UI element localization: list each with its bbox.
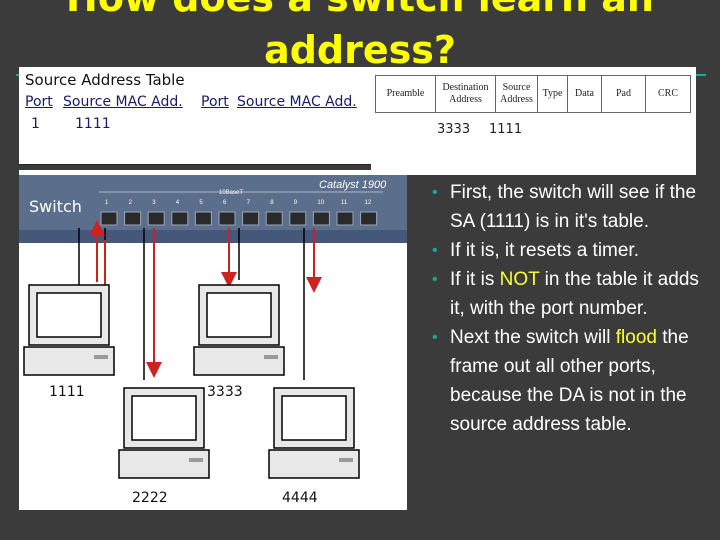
slide-title-line1: How does a switch learn an: [0, 0, 720, 18]
bullet-dot-icon: •: [432, 242, 438, 259]
frame-destination-value: 3333: [437, 122, 471, 137]
port-number-label: 12: [365, 200, 372, 206]
computer-icon: [268, 387, 360, 479]
port-group-label: 10BaseT: [219, 190, 243, 196]
frame-field-type: Type: [538, 76, 568, 112]
switch-port: [242, 211, 260, 226]
sat-row-port: 1: [31, 116, 40, 132]
frame-field-data: Data: [568, 76, 602, 112]
frame-field-source: Source Address: [496, 76, 538, 112]
explanation-bullets: •First, the switch will see if the SA (1…: [432, 178, 716, 439]
frame-field-preamble: Preamble: [376, 76, 436, 112]
host-label-4444: 4444: [282, 490, 318, 506]
sat-header-port-2: Port: [201, 94, 229, 110]
frame-source-value: 1111: [489, 122, 523, 137]
highlight-flood: flood: [615, 327, 657, 348]
switch-port: [100, 211, 118, 226]
bullet-3: •If it is NOT in the table it adds it, w…: [432, 265, 716, 323]
brand-label: Catalyst 1900: [319, 179, 387, 191]
sat-divider: [19, 164, 393, 165]
switch-port: [171, 211, 189, 226]
slide-title-line2: address?: [264, 28, 456, 72]
bullet-dot-icon: •: [432, 184, 438, 201]
port-number-label: 1: [105, 200, 109, 206]
bullet-dot-icon: •: [432, 329, 438, 346]
sat-title: Source Address Table: [25, 71, 185, 89]
port-number-label: 10: [317, 200, 324, 206]
sat-header-mac-1: Source MAC Add.: [63, 94, 183, 110]
bullet-dot-icon: •: [432, 271, 438, 288]
switch-port: [360, 211, 378, 226]
source-address-table: Source Address Table Port Source MAC Add…: [19, 67, 393, 165]
switch-port: [218, 211, 236, 226]
computer-icon: [193, 284, 285, 376]
port-number-label: 2: [129, 200, 133, 206]
bullet-4: •Next the switch will flood the frame ou…: [432, 323, 716, 439]
port-number-label: 8: [270, 200, 274, 206]
port-number-label: 9: [294, 200, 298, 206]
frame-field-crc: CRC: [657, 88, 678, 99]
switch-label: Switch: [29, 197, 82, 216]
highlight-not: NOT: [499, 269, 540, 290]
port-number-label: 7: [247, 200, 251, 206]
switch-port: [124, 211, 142, 226]
sat-header-port-1: Port: [25, 94, 53, 110]
ethernet-frame: Preamble Destination Address Source Addr…: [371, 67, 696, 175]
frame-field-destination: Destination Address: [436, 76, 496, 112]
sat-header-mac-2: Source MAC Add.: [237, 94, 357, 110]
port-number-label: 4: [176, 200, 180, 206]
host-label-1111: 1111: [49, 384, 85, 400]
port-number-label: 11: [341, 200, 348, 206]
switch-port: [336, 211, 354, 226]
port-number-label: 6: [223, 200, 227, 206]
host-label-3333: 3333: [207, 384, 243, 400]
port-number-label: 5: [199, 200, 203, 206]
frame-fields: Preamble Destination Address Source Addr…: [375, 75, 691, 113]
computer-icon: [118, 387, 210, 479]
host-label-2222: 2222: [132, 490, 168, 506]
switch-port: [289, 211, 307, 226]
sat-row-mac: 1111: [75, 116, 111, 132]
port-number-label: 3: [152, 200, 156, 206]
switch-port: [312, 211, 330, 226]
switch-port: [147, 211, 165, 226]
switch-port: [265, 211, 283, 226]
bullet-1: •First, the switch will see if the SA (1…: [432, 178, 716, 236]
bullet-2: •If it is, it resets a timer.: [432, 236, 716, 265]
frame-field-pad: Pad: [602, 76, 646, 112]
switch-port: [194, 211, 212, 226]
computer-icon: [23, 284, 115, 376]
